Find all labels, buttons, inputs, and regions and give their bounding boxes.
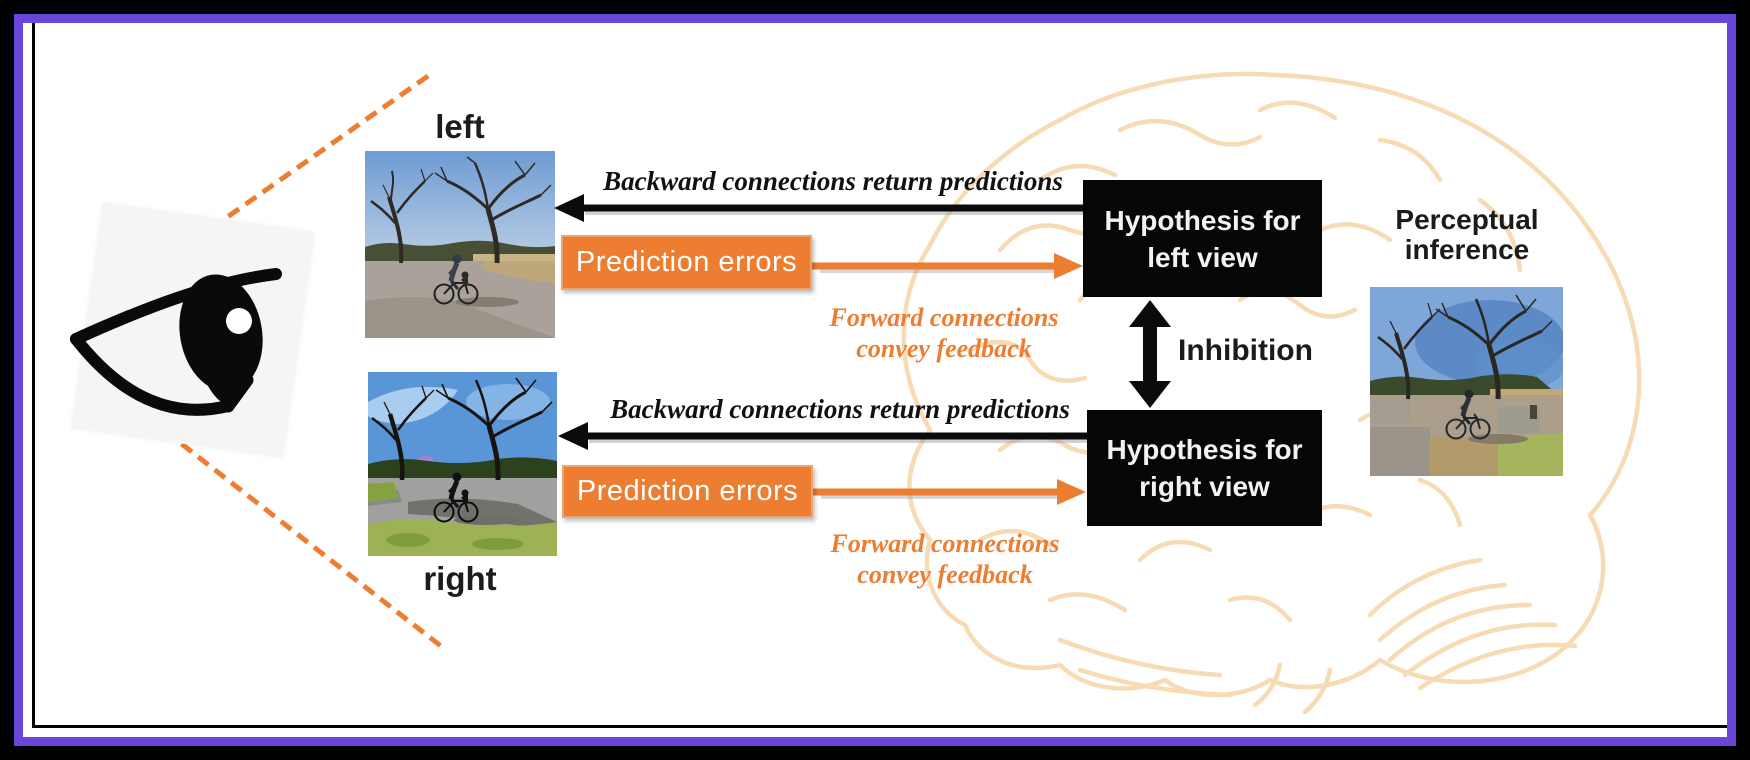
hypothesis-left-box: Hypothesis for left view — [1083, 180, 1322, 297]
hypothesis-left-line2: left view — [1147, 241, 1258, 273]
backward-arrow-bottom — [558, 422, 1087, 450]
inhibition-arrow — [1129, 300, 1171, 408]
backward-connections-label-bottom: Backward connections return predictions — [610, 394, 1070, 424]
inhibition-label: Inhibition — [1178, 334, 1313, 367]
perceptual-inference-photo — [1370, 287, 1563, 476]
panel-edge-line — [32, 23, 35, 728]
forward-label-line1: Forward connections — [829, 303, 1059, 332]
forward-label-line2: convey feedback — [856, 334, 1032, 363]
perceptual-label-line1: Perceptual — [1395, 204, 1539, 235]
prediction-errors-box-bottom: Prediction errors — [562, 465, 813, 518]
right-stimulus-label: right — [423, 560, 497, 597]
gaze-line-lower — [163, 429, 448, 652]
forward-arrow-top — [812, 253, 1083, 279]
perceptual-inference-label: Perceptual inference — [1395, 205, 1538, 265]
forward-connections-label-bottom: Forward connections convey feedback — [831, 528, 1060, 590]
hypothesis-right-line2: right view — [1139, 471, 1270, 502]
left-view-photo — [365, 151, 555, 338]
perceptual-label-line2: inference — [1404, 234, 1530, 265]
prediction-errors-box-top: Prediction errors — [561, 235, 812, 290]
right-view-photo — [368, 372, 557, 556]
forward-label-line2: convey feedback — [857, 560, 1033, 589]
panel-edge-line — [32, 725, 1727, 728]
forward-label-line1: Forward connections — [830, 529, 1060, 558]
forward-arrow-bottom — [813, 479, 1086, 505]
prediction-errors-label: Prediction errors — [576, 475, 799, 507]
hypothesis-right-box: Hypothesis for right view — [1087, 410, 1322, 526]
prediction-errors-label: Prediction errors — [575, 246, 798, 278]
forward-connections-label-top: Forward connections convey feedback — [830, 302, 1059, 364]
left-stimulus-label: left — [435, 108, 485, 145]
backward-connections-label-top: Backward connections return predictions — [603, 166, 1063, 196]
backward-arrow-top — [554, 194, 1083, 222]
hypothesis-right-line1: Hypothesis for — [1106, 434, 1303, 465]
eye-highlight — [226, 308, 252, 334]
hypothesis-left-line1: Hypothesis for — [1104, 204, 1301, 236]
